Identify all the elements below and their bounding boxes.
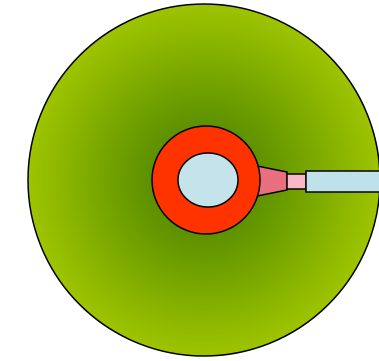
cyan-rod (306, 171, 379, 192)
small-sleeve (287, 174, 306, 189)
inner-hole (178, 153, 238, 207)
